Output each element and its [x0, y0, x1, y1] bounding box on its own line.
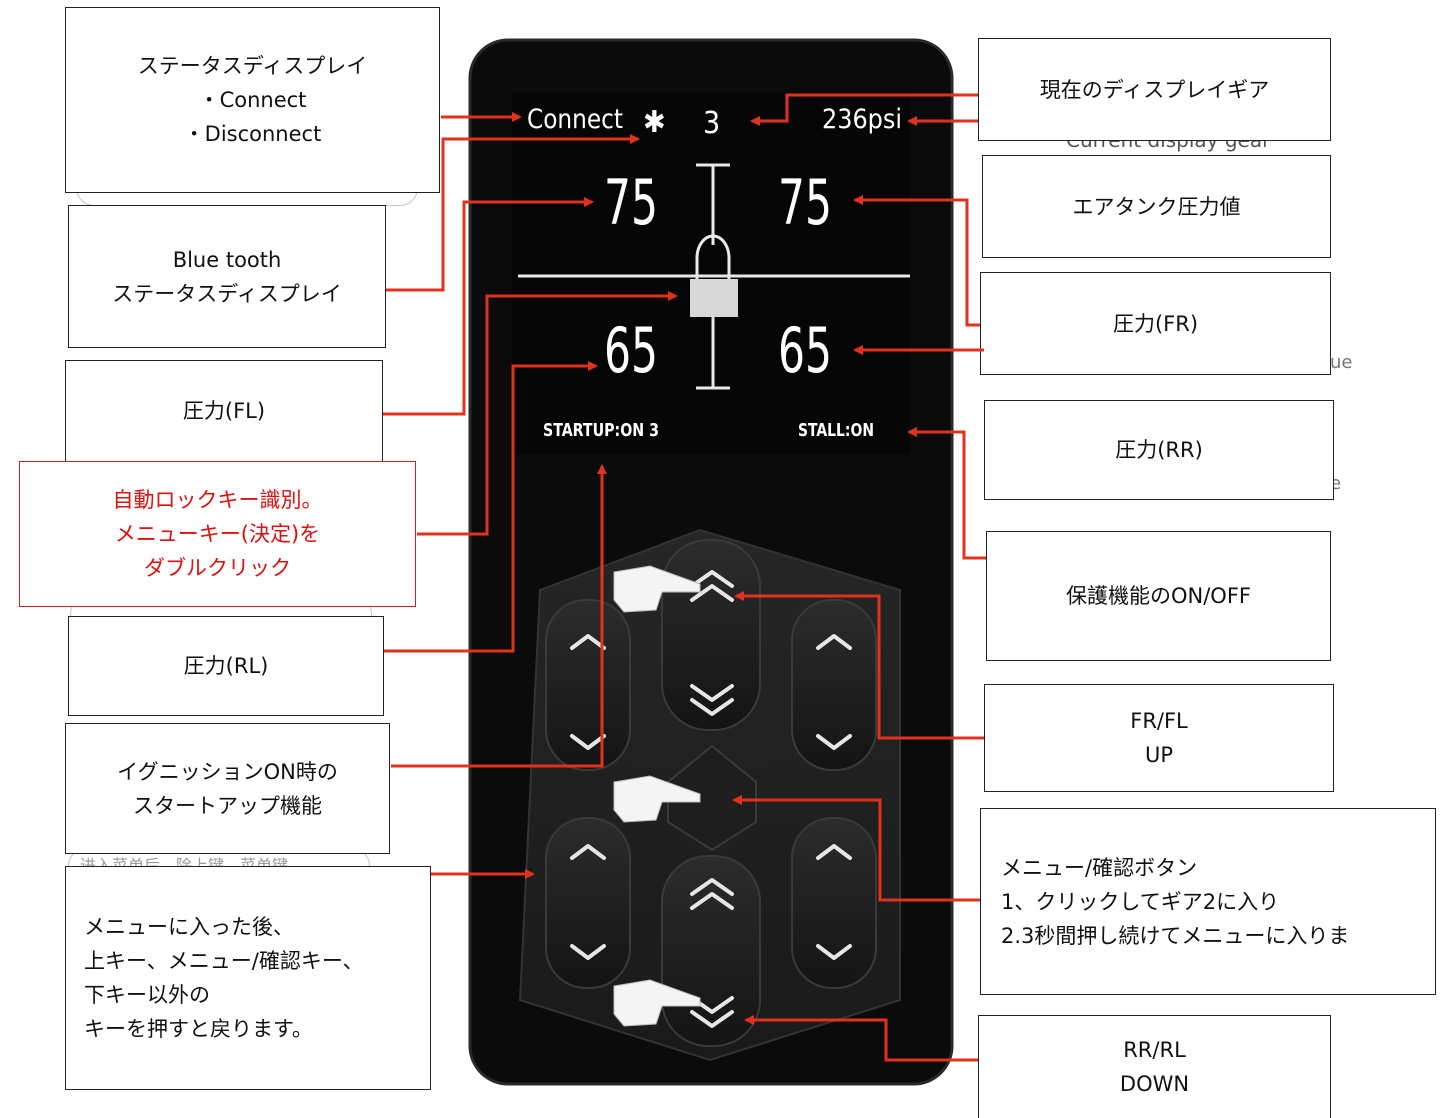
background-e-fragment: e	[1330, 473, 1342, 494]
lcd-stall-status: STALL:ON	[798, 420, 874, 441]
right-front-up-down-button[interactable]	[791, 599, 877, 771]
callout-menu-confirm-line2: 1、クリックしてギア2に入り	[1001, 889, 1280, 914]
leader-fr-fl-up	[734, 591, 984, 740]
leader-pressure-rl	[384, 361, 598, 653]
callout-menu-return-line4: キーを押すと戻ります。	[84, 1017, 313, 1041]
callout-menu-return-line1: メニューに入った後、	[84, 915, 294, 939]
callout-fr-fl-line2: UP	[1144, 743, 1174, 767]
callout-menu-confirm-line1: メニュー/確認ボタン	[1001, 855, 1198, 880]
callout-rr-rl-line2: DOWN	[1119, 1072, 1190, 1096]
callout-rr-rl-down: RR/RL DOWN	[978, 1015, 1331, 1118]
leader-rr-rl-down	[744, 1015, 978, 1062]
callout-auto-lock-line2: メニューキー(決定)を	[114, 522, 321, 546]
callout-menu-return-line3: 下キー以外の	[84, 983, 210, 1007]
chevron-icons	[570, 570, 852, 1028]
callout-current-gear: 現在のディスプレイギア	[978, 38, 1331, 141]
lcd-gear-value: 3	[703, 106, 720, 141]
lcd-pressure-fr: 75	[778, 166, 832, 239]
callout-menu-confirm-line3: 2.3秒間押し続けてメニューに入りま	[1001, 923, 1350, 948]
callout-pressure-fr-label: 圧力(FR)	[1112, 311, 1199, 336]
left-front-up-down-button[interactable]	[545, 599, 631, 771]
callout-status-display-title: ステータスディスプレイ	[137, 54, 368, 78]
callout-status-display-connect: ・Connect	[198, 88, 307, 112]
leader-current-gear	[750, 93, 978, 126]
callout-bluetooth-line2: ステータスディスプレイ	[112, 281, 342, 306]
callout-tank-pressure-label: エアタンク圧力値	[1072, 194, 1241, 219]
callout-pressure-rl-label: 圧力(RL)	[183, 654, 269, 678]
callout-status-display: ステータスディスプレイ ・Connect ・Disconnect	[65, 7, 440, 193]
lcd-lock-divider	[518, 163, 910, 390]
lcd-tank-pressure: 236psi	[822, 104, 902, 135]
pointing-hand-icons	[613, 565, 701, 1027]
background-value-fragment: ue	[1330, 352, 1353, 373]
callout-menu-return-line2: 上キー、メニュー/確認キー、	[84, 949, 364, 973]
callout-ignition-line1: イグニッションON時の	[117, 759, 338, 784]
callout-pressure-rr-label: 圧力(RR)	[1115, 438, 1203, 462]
leader-menu-confirm	[732, 795, 980, 902]
leader-pressure-fl	[383, 197, 594, 416]
lcd-pressure-fl: 75	[604, 166, 658, 239]
callout-protection-label: 保護機能のON/OFF	[1065, 584, 1251, 608]
right-rear-up-down-button[interactable]	[791, 817, 877, 989]
bluetooth-icon: ✱	[643, 105, 666, 140]
leader-bluetooth	[386, 134, 640, 292]
callout-bluetooth-status: Blue tooth ステータスディスプレイ	[68, 205, 386, 348]
callout-fr-fl-up: FR/FL UP	[984, 684, 1334, 792]
callout-ignition-startup: イグニッションON時の スタートアップ機能	[65, 723, 390, 854]
callout-menu-return: メニューに入った後、 上キー、メニュー/確認キー、 下キー以外の キーを押すと戻…	[65, 866, 431, 1090]
lcd-pressure-rl: 65	[604, 314, 658, 387]
callout-rr-rl-line1: RR/RL	[1123, 1038, 1186, 1062]
callout-pressure-fl: 圧力(FL)	[65, 360, 383, 462]
lcd-screen	[512, 92, 910, 454]
callout-bluetooth-line1: Blue tooth	[172, 247, 282, 272]
callout-status-display-disconnect: ・Disconnect	[183, 122, 322, 146]
lcd-pressure-rr: 65	[778, 314, 832, 387]
callout-pressure-fl-label: 圧力(FL)	[182, 399, 266, 423]
callout-menu-confirm: メニュー/確認ボタン 1、クリックしてギア2に入り 2.3秒間押し続けてメニュー…	[980, 808, 1436, 995]
callout-auto-lock: 自動ロックキー識別。 メニューキー(決定)を ダブルクリック	[19, 461, 416, 607]
callout-pressure-rl: 圧力(RL)	[68, 616, 384, 716]
callout-tank-pressure: エアタンク圧力値	[982, 155, 1331, 258]
leader-pressure-fr	[853, 195, 980, 327]
callout-protection: 保護機能のON/OFF	[986, 531, 1331, 661]
left-rear-up-down-button[interactable]	[545, 817, 631, 989]
callout-fr-fl-line1: FR/FL	[1130, 709, 1188, 733]
leader-auto-lock	[417, 291, 678, 536]
callout-current-gear-label: 現在のディスプレイギア	[1039, 77, 1270, 102]
leader-ignition	[391, 464, 607, 768]
menu-confirm-button[interactable]	[667, 744, 757, 852]
callout-pressure-rr: 圧力(RR)	[984, 400, 1334, 500]
lcd-startup-status: STARTUP:ON 3	[543, 420, 659, 441]
callout-ignition-line2: スタートアップ機能	[133, 793, 322, 818]
lock-icon	[690, 279, 738, 317]
callout-auto-lock-line3: ダブルクリック	[144, 556, 291, 580]
callout-pressure-fr: 圧力(FR)	[980, 272, 1331, 375]
lcd-connect-text: Connect	[527, 104, 623, 135]
leader-protection	[907, 427, 986, 560]
callout-auto-lock-line1: 自動ロックキー識別。	[112, 488, 323, 512]
